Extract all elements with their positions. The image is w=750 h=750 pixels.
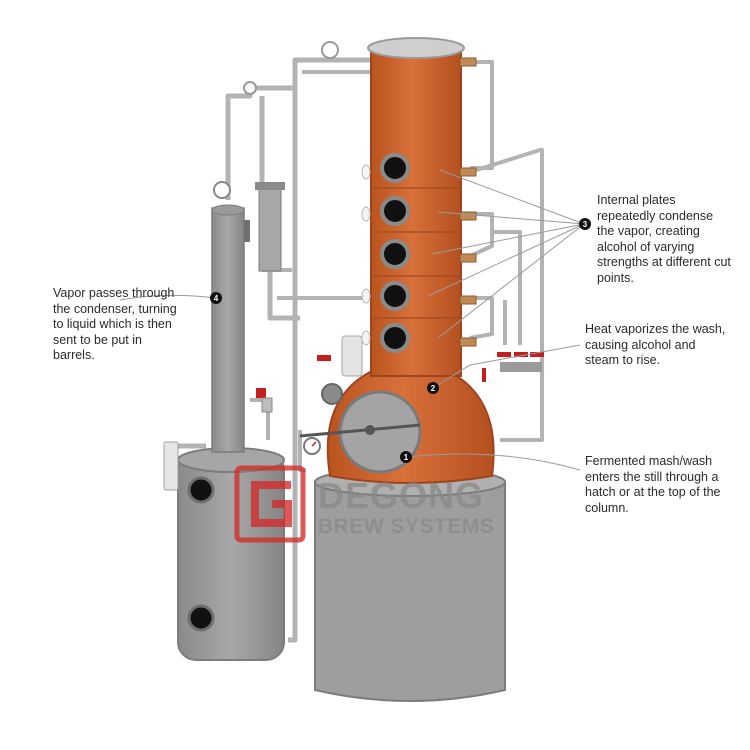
fill-funnel — [341, 335, 363, 377]
valve-icon — [530, 352, 544, 357]
callout-mash-text: Fermented mash/wash enters the still thr… — [585, 454, 721, 515]
copper-column — [361, 37, 477, 377]
badge-2: 2 — [427, 382, 439, 394]
watermark-line1: DEGONG — [318, 475, 484, 516]
watermark-line2: BREW SYSTEMS — [318, 515, 494, 538]
sight-port — [380, 153, 410, 183]
column-sight-ports — [380, 153, 410, 353]
sight-port — [380, 239, 410, 269]
sight-port — [380, 323, 410, 353]
sight-port — [380, 281, 410, 311]
callout-badges: 4 3 2 1 — [210, 218, 591, 463]
svg-text:3: 3 — [583, 220, 588, 229]
callout-condenser-text: Vapor passes through the condenser, turn… — [53, 286, 177, 362]
badge-3: 3 — [579, 218, 591, 230]
valves — [482, 352, 544, 382]
collector-sight-glass — [187, 476, 215, 504]
copper-pot — [299, 335, 495, 484]
valve-icon — [482, 368, 486, 382]
watermark: DEGONG BREW SYSTEMS — [234, 465, 494, 543]
sight-port — [380, 196, 410, 226]
condenser-column — [211, 181, 285, 453]
watermark-logo-icon — [234, 465, 306, 543]
svg-text:2: 2 — [431, 384, 436, 393]
svg-text:1: 1 — [404, 453, 409, 462]
valve-icon — [514, 352, 528, 357]
condenser-gauge — [213, 181, 231, 199]
callout-heat-text: Heat vaporizes the wash, causing alcohol… — [585, 322, 726, 367]
badge-4: 4 — [210, 292, 222, 304]
vapor-line-fittings — [243, 41, 339, 95]
svg-text:4: 4 — [214, 294, 219, 303]
condenser-valve-icon — [256, 388, 266, 398]
badge-1: 1 — [400, 451, 412, 463]
callout-plates-text: Internal plates repeatedly condense the … — [597, 193, 731, 285]
leader-lines — [119, 169, 585, 471]
collector-drain-port — [187, 604, 215, 632]
valve-icon — [497, 352, 511, 357]
thermometer-icon — [321, 41, 339, 59]
collector-tank — [163, 441, 285, 661]
